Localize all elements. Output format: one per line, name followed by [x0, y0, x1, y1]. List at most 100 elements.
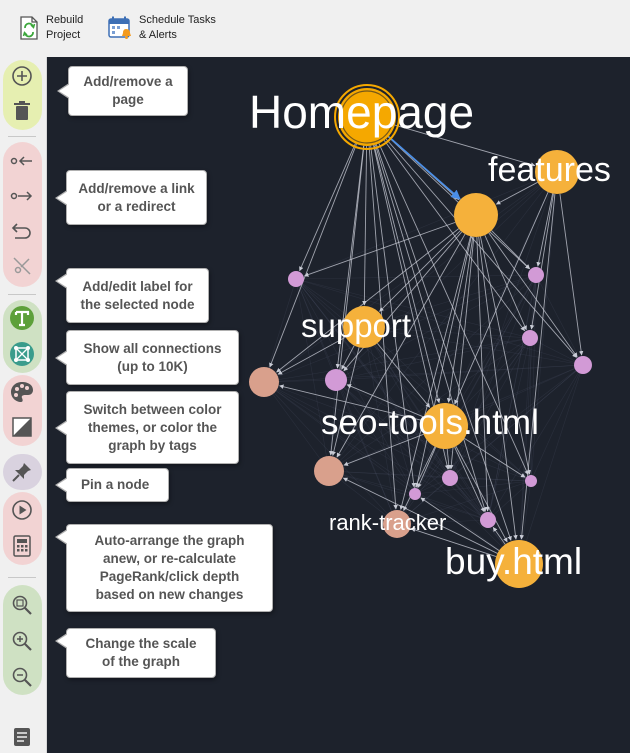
graph-edge [529, 337, 532, 482]
node-page[interactable] [325, 369, 347, 391]
zoom-fit-icon [12, 595, 32, 615]
graph-edge [385, 138, 577, 358]
graph-edge [335, 379, 416, 495]
node-page[interactable] [480, 512, 496, 528]
node-rank-tracker[interactable] [383, 510, 411, 538]
node-page[interactable] [574, 356, 592, 374]
add-redirect-button[interactable] [8, 217, 36, 245]
remove-link-button[interactable] [8, 252, 36, 280]
node-page[interactable] [442, 470, 458, 486]
add-outgoing-link-button[interactable] [8, 182, 36, 210]
graph-edge [328, 470, 489, 521]
graph-edge [363, 326, 531, 339]
graph-edge [403, 446, 436, 511]
node-page[interactable] [314, 456, 344, 486]
graph-edge [449, 274, 537, 479]
node-page[interactable] [522, 330, 538, 346]
graph-edge [535, 274, 584, 366]
graph-edge [279, 384, 423, 422]
graph-edge [370, 145, 416, 488]
graph-edge [417, 446, 437, 489]
rebuild-project-button[interactable]: Rebuild Project [18, 8, 83, 48]
node-page[interactable] [288, 271, 304, 287]
graph-edge [374, 144, 487, 512]
toolbar: Rebuild Project Schedule Tasks & Alerts [0, 0, 630, 58]
recalculate-button[interactable] [8, 532, 36, 560]
graph-edge [484, 234, 527, 331]
graph-canvas[interactable]: Homepagefeaturessupportseo-tools.htmlran… [47, 57, 630, 753]
sidebar-separator [8, 294, 36, 295]
pin-node-button[interactable] [8, 458, 36, 486]
zoom-in-icon [12, 631, 32, 651]
graph-edge [295, 278, 416, 495]
node-page[interactable] [525, 475, 537, 487]
link-in-icon [10, 156, 32, 166]
graph-edge [487, 274, 537, 521]
graph-edge [529, 193, 554, 330]
graph-edge [379, 230, 461, 312]
callout-text: graph by tags [108, 437, 197, 453]
graph-edge [295, 278, 532, 482]
graph-edge [378, 143, 529, 476]
node-page[interactable] [409, 488, 421, 500]
zoom-fit-button[interactable] [8, 591, 36, 619]
graph-edge [295, 274, 537, 280]
add-page-button[interactable] [8, 62, 36, 90]
node-label-rank-tracker: rank-tracker [329, 510, 446, 535]
graph-edge [454, 446, 485, 513]
graph-nodes[interactable] [249, 84, 592, 588]
node-support[interactable] [343, 306, 385, 348]
node-page[interactable] [528, 267, 544, 283]
zoom-in-button[interactable] [8, 627, 36, 655]
graph-edge [449, 364, 584, 479]
zoom-out-button[interactable] [8, 663, 36, 691]
graph-edge [263, 171, 558, 383]
graph-edge [363, 326, 416, 495]
callout-pin-node: Pin a node [55, 468, 169, 502]
callout-text: Auto-arrange the graph [94, 533, 245, 548]
graph-edge [376, 342, 431, 408]
color-by-tags-button[interactable] [8, 413, 36, 441]
color-theme-button[interactable] [8, 378, 36, 406]
graph-edge [444, 274, 537, 427]
add-circle-icon [12, 66, 32, 86]
node-homepage[interactable] [338, 88, 396, 146]
graph-edge [328, 470, 451, 479]
graph-edge [341, 345, 355, 370]
node-hub[interactable] [454, 193, 498, 237]
node-seo-tools[interactable] [422, 403, 468, 449]
graph-edge [263, 381, 520, 565]
notes-button[interactable] [8, 723, 36, 751]
graph-edge [263, 381, 489, 521]
node-label-features: features [488, 151, 611, 189]
graph-edge [346, 384, 424, 418]
graph-edge [295, 278, 337, 381]
node-buy[interactable] [495, 540, 543, 588]
graph-edge [363, 171, 558, 328]
graph-edge [410, 527, 497, 557]
add-incoming-link-button[interactable] [8, 147, 36, 175]
node-features[interactable] [535, 150, 579, 194]
graph-edge [518, 274, 537, 565]
node-label-homepage: Homepage [249, 86, 474, 138]
graph-edge [487, 337, 531, 521]
graph-edge [335, 337, 531, 381]
auto-arrange-button[interactable] [8, 496, 36, 524]
graph-edge [495, 181, 538, 205]
text-label-icon [10, 306, 34, 330]
rebuild-label-line1: Rebuild [46, 14, 84, 26]
callout-text: themes, or color the [87, 419, 218, 435]
graph-edge [487, 364, 584, 521]
graph-edge [444, 364, 584, 427]
graph-edge [492, 526, 506, 545]
edit-label-button[interactable] [8, 304, 36, 332]
remove-page-button[interactable] [8, 97, 36, 125]
node-page[interactable] [249, 367, 279, 397]
calculator-icon [13, 535, 31, 557]
schedule-tasks-button[interactable]: Schedule Tasks & Alerts [107, 8, 216, 48]
show-connections-button[interactable] [8, 340, 36, 368]
callout-text: Show all connections [83, 340, 222, 356]
graph-edge [414, 364, 584, 495]
